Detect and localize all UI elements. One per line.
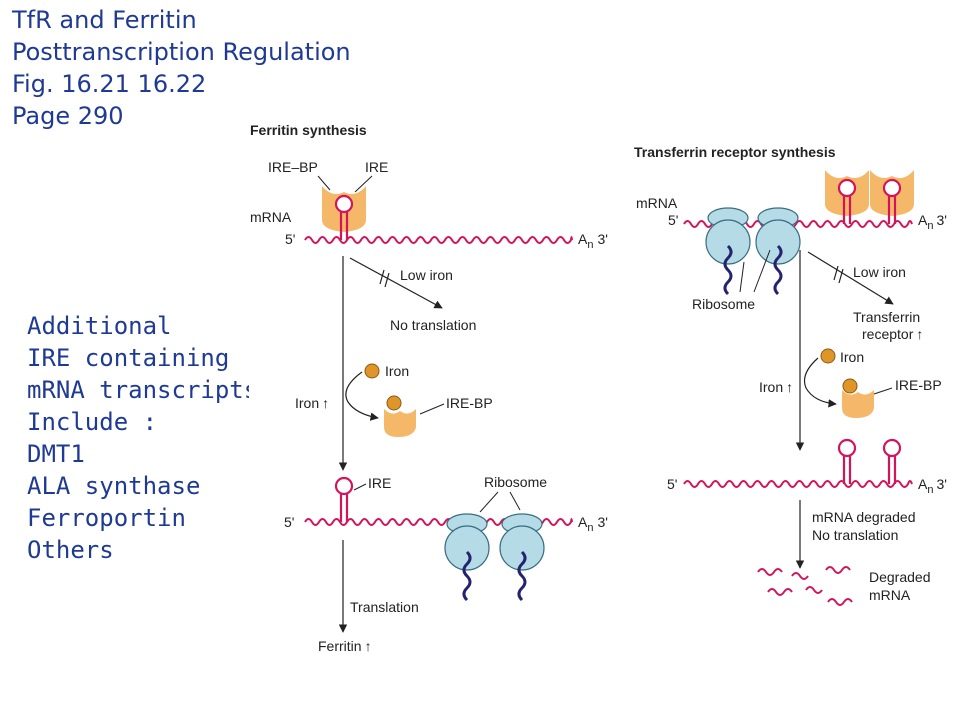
- tfr-ire-stemloop-3: [837, 438, 857, 486]
- ferritin-mrna-label: mRNA: [250, 209, 292, 225]
- tfr-ire-stemloop-4: [882, 438, 902, 486]
- notes-line-3: mRNA transcripts: [27, 376, 249, 404]
- tfr-ire-bp-free-label: IRE-BP: [895, 377, 942, 393]
- ferritin-bound-iron-icon: [386, 395, 402, 411]
- notes-line-7: Ferroportin: [27, 504, 186, 532]
- ferritin-translation-label: Translation: [350, 599, 419, 615]
- ferritin-ire-pointer: [354, 175, 373, 193]
- notes-line-2: IRE containing: [27, 344, 230, 372]
- tfr-iron-label: Iron: [840, 349, 864, 365]
- tfr-header: Transferrin receptor synthesis: [634, 144, 836, 160]
- ferritin-ire2-label: IRE: [368, 475, 391, 491]
- tfr-mrna-strand-2: [683, 480, 913, 488]
- ferritin-ribosome-1: [444, 513, 490, 571]
- ferritin-low-iron-label: Low iron: [400, 267, 453, 283]
- slide-title: TfR and Ferritin Posttranscription Regul…: [12, 4, 351, 132]
- tfr-mrna-label: mRNA: [636, 195, 678, 211]
- ferritin-ribosome-2: [499, 513, 545, 571]
- ferritin-product-label: Ferritin↑: [318, 638, 372, 654]
- title-line-1: TfR and Ferritin: [12, 6, 197, 34]
- tfr-low-iron-label: Low iron: [853, 264, 906, 280]
- ferritin-ire-label: IRE: [365, 159, 388, 175]
- tfr-degraded-line-1: mRNA degraded: [812, 509, 916, 525]
- ferritin-ire-bp-pointer: [317, 175, 331, 191]
- ferritin-ire-bp-free: [384, 409, 416, 437]
- tfr-degraded-mrna-2: mRNA: [869, 587, 911, 603]
- tfr-ribosome-label: Ribosome: [692, 296, 755, 312]
- notes-line-5: DMT1: [27, 440, 85, 468]
- ferritin-ire-stemloop-2: [334, 476, 354, 524]
- ferritin-ire-bp-free-label: IRE-BP: [446, 395, 493, 411]
- tfr-degraded-line-2: No translation: [812, 527, 898, 543]
- tfr-transferrin-label: Transferrin: [853, 309, 920, 325]
- tfr-iron-atom-icon: [820, 348, 836, 364]
- notes-line-8: Others: [27, 536, 114, 564]
- tfr-degraded-mrna-1: Degraded: [869, 569, 931, 585]
- ferritin-header: Ferritin synthesis: [250, 122, 367, 138]
- ferritin-ribosome-label: Ribosome: [484, 474, 547, 490]
- tfr-iron-binding-arrow: [803, 357, 837, 408]
- ferritin-5prime: 5': [285, 231, 295, 247]
- ferritin-iron-label: Iron: [385, 363, 409, 379]
- notes-list: Additional IRE containing mRNA transcrip…: [27, 310, 249, 566]
- ferritin-iron-side-label: Iron↑: [295, 395, 329, 411]
- tfr-ribosome-1: [705, 207, 751, 265]
- ferritin-iron-binding-arrow: [345, 371, 379, 421]
- title-line-2: Posttranscription Regulation: [12, 38, 351, 66]
- tfr-bound-iron-icon: [842, 378, 858, 394]
- tfr-low-iron-arrow: [807, 251, 894, 305]
- ferritin-mrna-strand: [304, 236, 573, 244]
- tfr-iron-side-label: Iron↑: [759, 379, 793, 395]
- tfr-ribosome-2: [755, 207, 801, 265]
- tfr-degraded-fragments: [757, 566, 853, 606]
- notes-line-4: Include :: [27, 408, 158, 436]
- ferritin-ire-bp-label: IRE–BP: [268, 159, 318, 175]
- ferritin-5prime-2: 5': [284, 514, 294, 530]
- notes-line-1: Additional: [27, 312, 172, 340]
- tfr-ire-bp-free: [842, 390, 874, 418]
- notes-line-6: ALA synthase: [27, 472, 201, 500]
- ferritin-no-translation-label: No translation: [390, 317, 476, 333]
- tfr-5prime: 5': [668, 212, 678, 228]
- tfr-5prime-2: 5': [667, 476, 677, 492]
- title-line-3: Fig. 16.21 16.22: [12, 70, 207, 98]
- ferritin-iron-atom-icon: [364, 363, 380, 379]
- title-line-4: Page 290: [12, 102, 124, 130]
- tfr-receptor-label: receptor↑: [862, 326, 923, 342]
- ferritin-low-iron-arrow: [349, 257, 443, 309]
